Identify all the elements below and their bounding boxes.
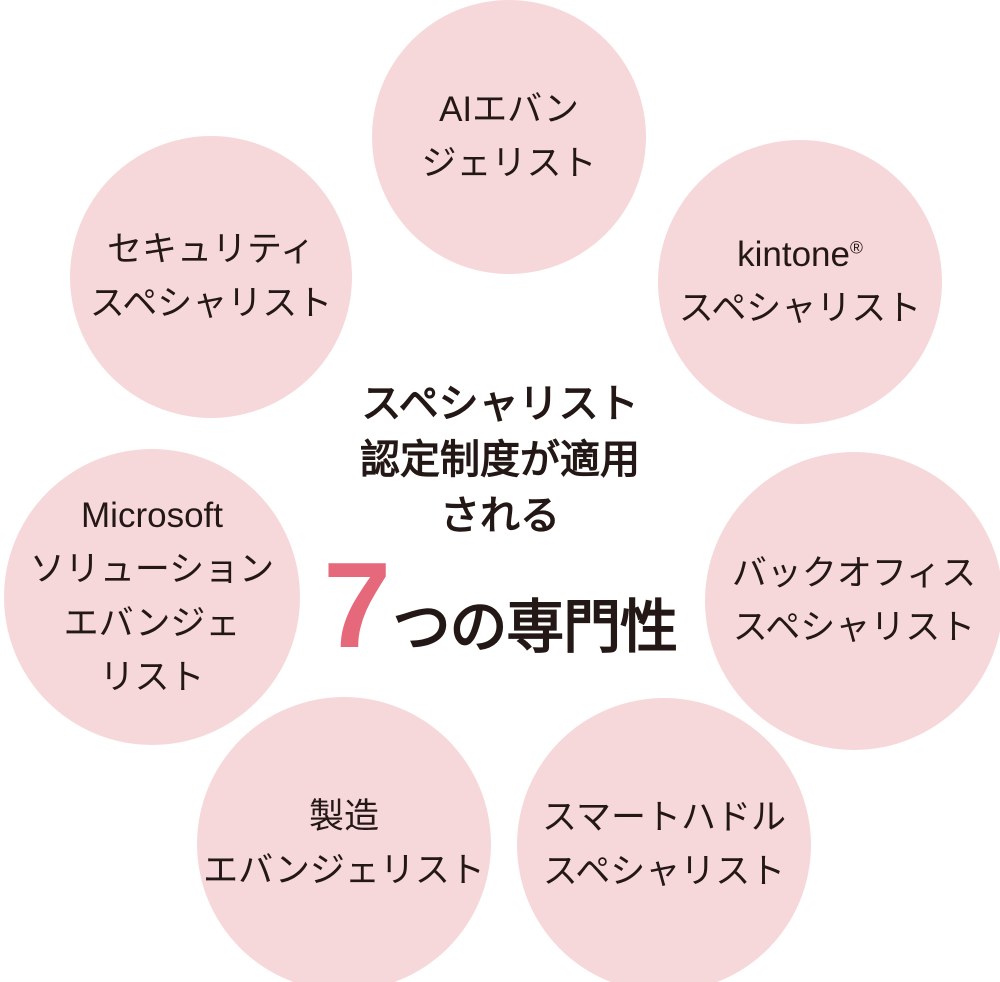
circle-label-line: リスト xyxy=(99,658,205,697)
circle-smart-huddle-specialist: スマートハドル スペシャリスト xyxy=(517,698,811,982)
kintone-brand-text: kintone xyxy=(737,235,850,274)
circle-security-specialist: セキュリティ スペシャリスト xyxy=(70,136,352,418)
headline-line: スペシャリスト xyxy=(361,382,639,426)
circle-label-line: バックオフィス xyxy=(731,554,977,593)
circle-microsoft-solution-evangelist: Microsoft ソリューション エバンジェ リスト xyxy=(4,449,300,745)
circle-kintone-specialist: kintone® スペシャリスト xyxy=(658,140,942,424)
circle-manufacturing-evangelist: 製造 エバンジェリスト xyxy=(197,697,491,982)
headline-number-suffix: つの専門性 xyxy=(392,595,678,660)
circle-label-line: スペシャリスト xyxy=(732,608,976,647)
circle-label-line: ジェリスト xyxy=(421,144,597,183)
circle-label-line: Microsoft xyxy=(81,496,223,535)
circle-ai-evangelist: AIエバン ジェリスト xyxy=(372,0,646,274)
circle-label-line: スペシャリスト xyxy=(89,284,333,323)
center-headline: スペシャリスト 認定制度が適用 される 7 つの専門性 xyxy=(323,376,678,673)
circle-label-line: エバンジェ xyxy=(63,604,241,643)
circle-label-line: 製造 xyxy=(308,797,379,836)
headline-line: 認定制度が適用 xyxy=(360,438,640,482)
circle-label-line: AIエバン xyxy=(439,90,579,129)
circle-label-line: kintone® xyxy=(737,228,863,282)
registered-trademark-mark: ® xyxy=(849,237,863,258)
highlight-number-seven: 7 xyxy=(323,537,391,673)
circle-label-line: エバンジェリスト xyxy=(203,851,485,890)
headline-line: される xyxy=(440,494,560,538)
circle-label-line: ソリューション xyxy=(29,550,275,589)
headline-number-row: 7 つの専門性 xyxy=(323,537,678,673)
circle-label-line: スペシャリスト xyxy=(678,289,922,328)
circle-backoffice-specialist: バックオフィス スペシャリスト xyxy=(705,452,1000,750)
circle-label-line: スペシャリスト xyxy=(542,852,786,891)
circle-label-line: セキュリティ xyxy=(107,230,315,269)
circle-label-line: スマートハドル xyxy=(542,798,786,837)
